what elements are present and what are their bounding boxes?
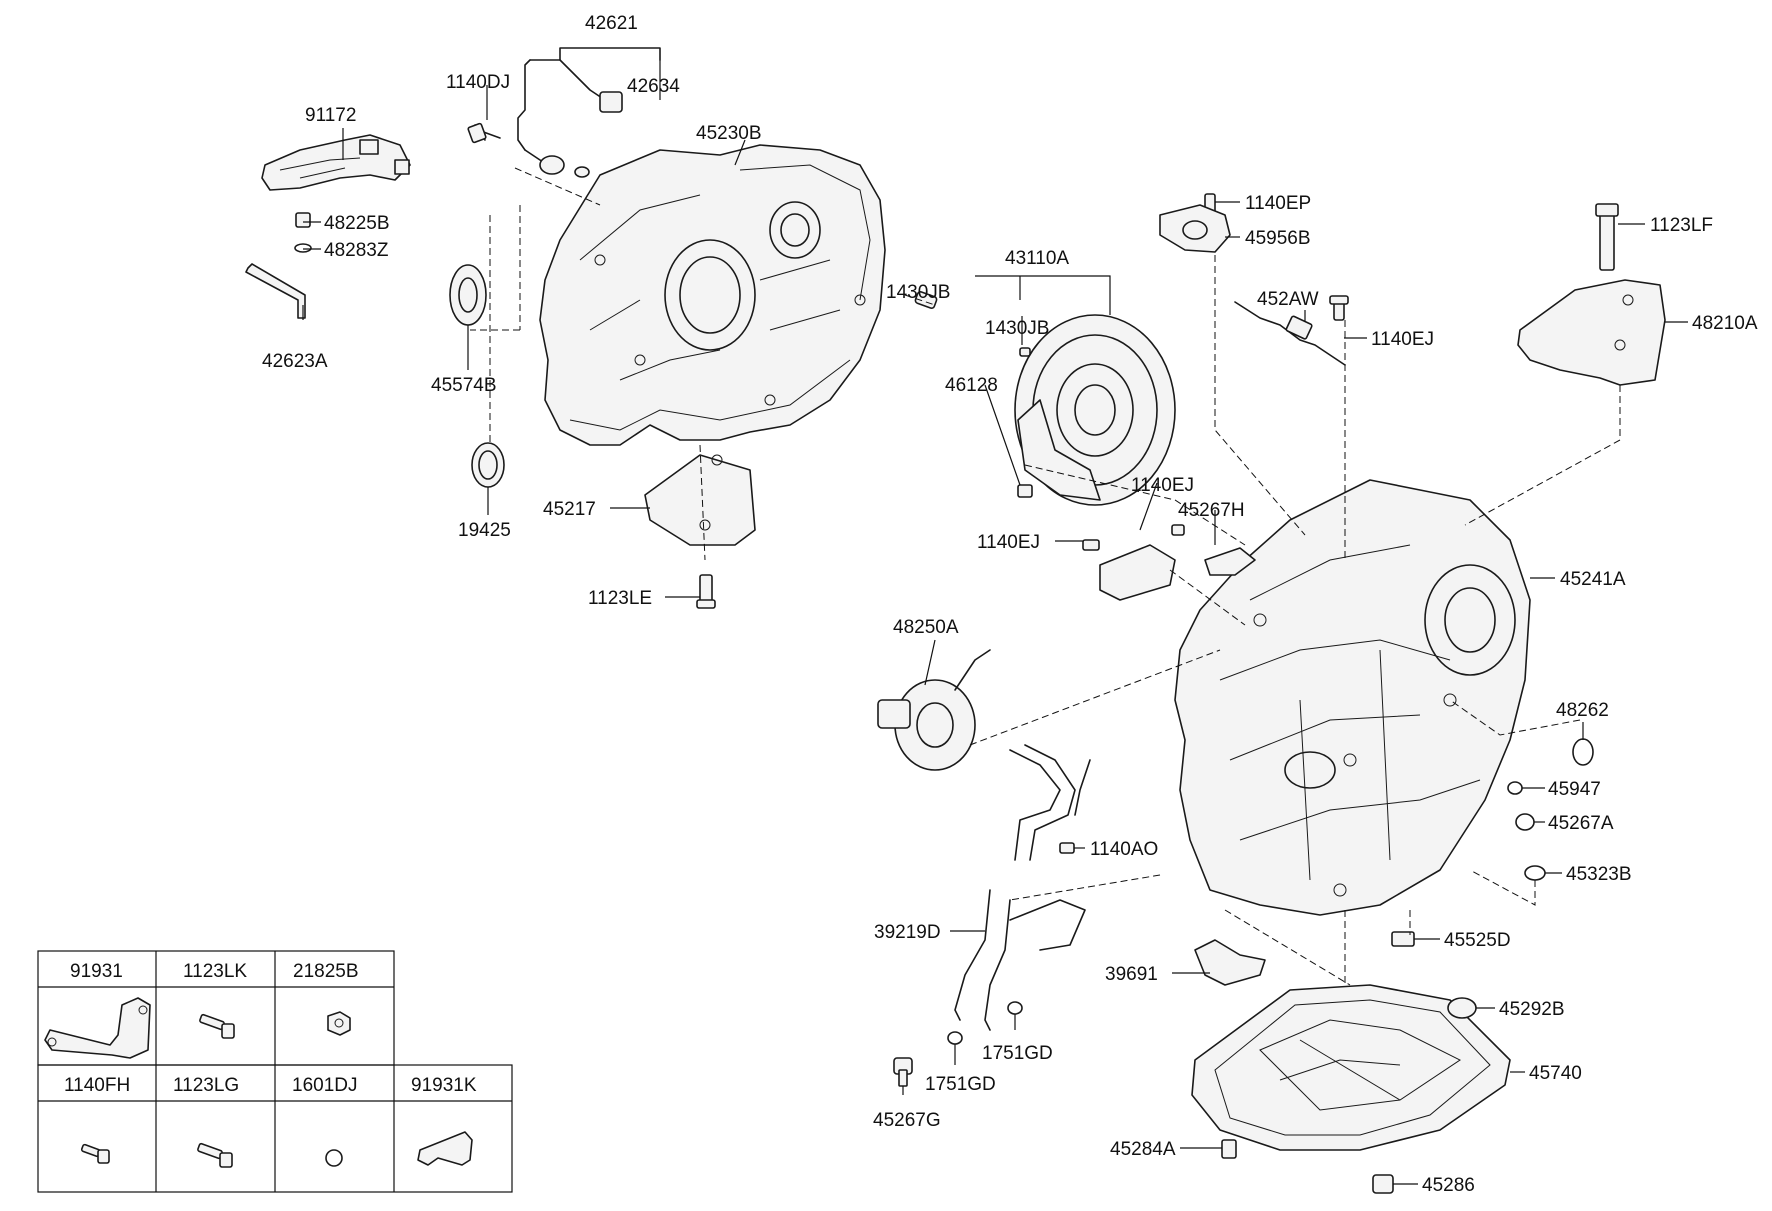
callout-452aw: 452AW: [1257, 289, 1319, 310]
callout-46128: 46128: [945, 375, 998, 396]
callout-48210a: 48210A: [1692, 313, 1758, 334]
bracket-39691: [1194, 939, 1266, 986]
callout-1140ej-c: 1140EJ: [977, 532, 1040, 553]
strainer-46128: [1017, 484, 1033, 498]
callout-45525d: 45525D: [1444, 930, 1511, 951]
callout-45230b: 45230B: [696, 123, 762, 144]
callout-labels: 42621 42634 1140DJ 91172 48225B 48283Z 4…: [262, 13, 1758, 1196]
bolt-1140fh-picture: [80, 1143, 110, 1164]
bracket-91172: [261, 134, 411, 191]
bolt-1123lg-picture: [197, 1142, 233, 1168]
callout-45217: 45217: [543, 499, 596, 520]
callout-19425: 19425: [458, 520, 511, 541]
callout-1751gd-b: 1751GD: [925, 1074, 996, 1095]
callout-1140ao: 1140AO: [1090, 839, 1158, 860]
bracket-42623a: [245, 263, 306, 319]
callout-1140ej-a: 1140EJ: [1371, 329, 1434, 350]
callout-45267g: 45267G: [873, 1110, 941, 1131]
table-cell-1123lg: 1123LG: [173, 1075, 239, 1096]
table-cell-1123lk: 1123LK: [183, 961, 247, 982]
callout-45267a: 45267A: [1548, 813, 1614, 834]
bolt-1140dj: [467, 122, 501, 144]
callout-45267h: 45267H: [1178, 500, 1245, 521]
leader-lines: [302, 60, 1688, 1185]
bracket-45217: [644, 454, 756, 546]
bolt-1123lk-picture: [199, 1013, 235, 1039]
oil-seal-45574b: [449, 264, 487, 326]
callout-1140ep: 1140EP: [1245, 193, 1311, 214]
oring-48262: [1572, 738, 1594, 766]
callout-42634: 42634: [627, 76, 680, 97]
bolt-1123le: [696, 574, 716, 609]
table-cell-1601dj: 1601DJ: [292, 1075, 358, 1096]
table-cell-91931k: 91931K: [411, 1075, 477, 1096]
callout-48250a: 48250A: [893, 617, 959, 638]
switch-45956b: [1159, 204, 1231, 253]
callout-45241a: 45241A: [1560, 569, 1626, 590]
oring-45947: [1507, 781, 1523, 795]
table-cell-21825b: 21825B: [293, 961, 359, 982]
harness-452aw: [1234, 301, 1346, 366]
callout-43110a: 43110A: [1005, 248, 1069, 269]
table-cell-1140fh: 1140FH: [64, 1075, 130, 1096]
callout-45284a: 45284A: [1110, 1139, 1176, 1160]
clip-45525d: [1391, 931, 1415, 947]
callout-45956b: 45956B: [1245, 228, 1311, 249]
bolt-1140ej: [1329, 295, 1349, 321]
speed-sensor-harness: [517, 47, 661, 178]
parts-table: 91931 1123LK 21825B 1140FH 1123LG 1601DJ…: [37, 950, 513, 1193]
callout-39219d: 39219D: [874, 922, 941, 943]
oil-pump-43110a: [1014, 314, 1176, 506]
bolt-45267g: [893, 1057, 913, 1087]
callout-1430jb-b: 1430JB: [985, 318, 1049, 339]
bracket-91931k-picture: [417, 1131, 473, 1166]
alignment-lines: [470, 167, 1621, 986]
callout-1123le: 1123LE: [588, 588, 652, 609]
callout-48225b: 48225B: [324, 213, 390, 234]
oring-45323b: [1524, 865, 1546, 881]
bolt-1140ao: [1059, 842, 1075, 854]
callout-1140dj: 1140DJ: [446, 72, 510, 93]
callout-1751gd-a: 1751GD: [982, 1043, 1053, 1064]
callout-42623a: 42623A: [262, 351, 328, 372]
bracket-91931-picture: [44, 997, 151, 1059]
plug-1601dj-picture: [325, 1149, 343, 1167]
oring-48283z: [294, 243, 312, 253]
washer-1751gd: [947, 1001, 1023, 1045]
actuator-48250a: [877, 649, 991, 771]
callout-39691: 39691: [1105, 964, 1158, 985]
gasket-45267h: [1171, 524, 1256, 576]
pin-1430jb: [1019, 347, 1031, 357]
callout-45947: 45947: [1548, 779, 1601, 800]
callout-45740: 45740: [1529, 1063, 1582, 1084]
oring-45267a: [1515, 813, 1535, 831]
callout-45323b: 45323B: [1566, 864, 1632, 885]
bracket-48210a: [1517, 279, 1666, 386]
bolt-1123lf: [1595, 203, 1619, 271]
callout-45286: 45286: [1422, 1175, 1475, 1196]
plate-1140ej: [1082, 539, 1176, 601]
callout-1140ej-b: 1140EJ: [1131, 475, 1194, 496]
plug-48225b: [295, 212, 311, 228]
plug-45292b: [1447, 997, 1477, 1019]
cooler-pipe-39219d: [954, 889, 1086, 1031]
nut-21825b-picture: [327, 1011, 351, 1036]
callout-45292b: 45292B: [1499, 999, 1565, 1020]
callout-1123lf: 1123LF: [1650, 215, 1713, 236]
callout-48262: 48262: [1556, 700, 1609, 721]
callout-91172: 91172: [305, 105, 356, 126]
callout-48283z: 48283Z: [324, 240, 389, 261]
oil-pan-45740: [1191, 984, 1511, 1151]
converter-housing-45230b: [539, 144, 886, 446]
transmission-case-45241a: [1174, 479, 1531, 916]
callout-1430jb-a: 1430JB: [886, 282, 950, 303]
drain-plug-45286: [1372, 1174, 1394, 1194]
table-cell-91931: 91931: [70, 961, 123, 982]
callout-45574b: 45574B: [431, 375, 497, 396]
bearing-race-19425: [471, 442, 505, 488]
callout-42621: 42621: [585, 13, 638, 34]
hose-set: [1009, 744, 1091, 861]
bolt-45284a: [1221, 1139, 1237, 1159]
